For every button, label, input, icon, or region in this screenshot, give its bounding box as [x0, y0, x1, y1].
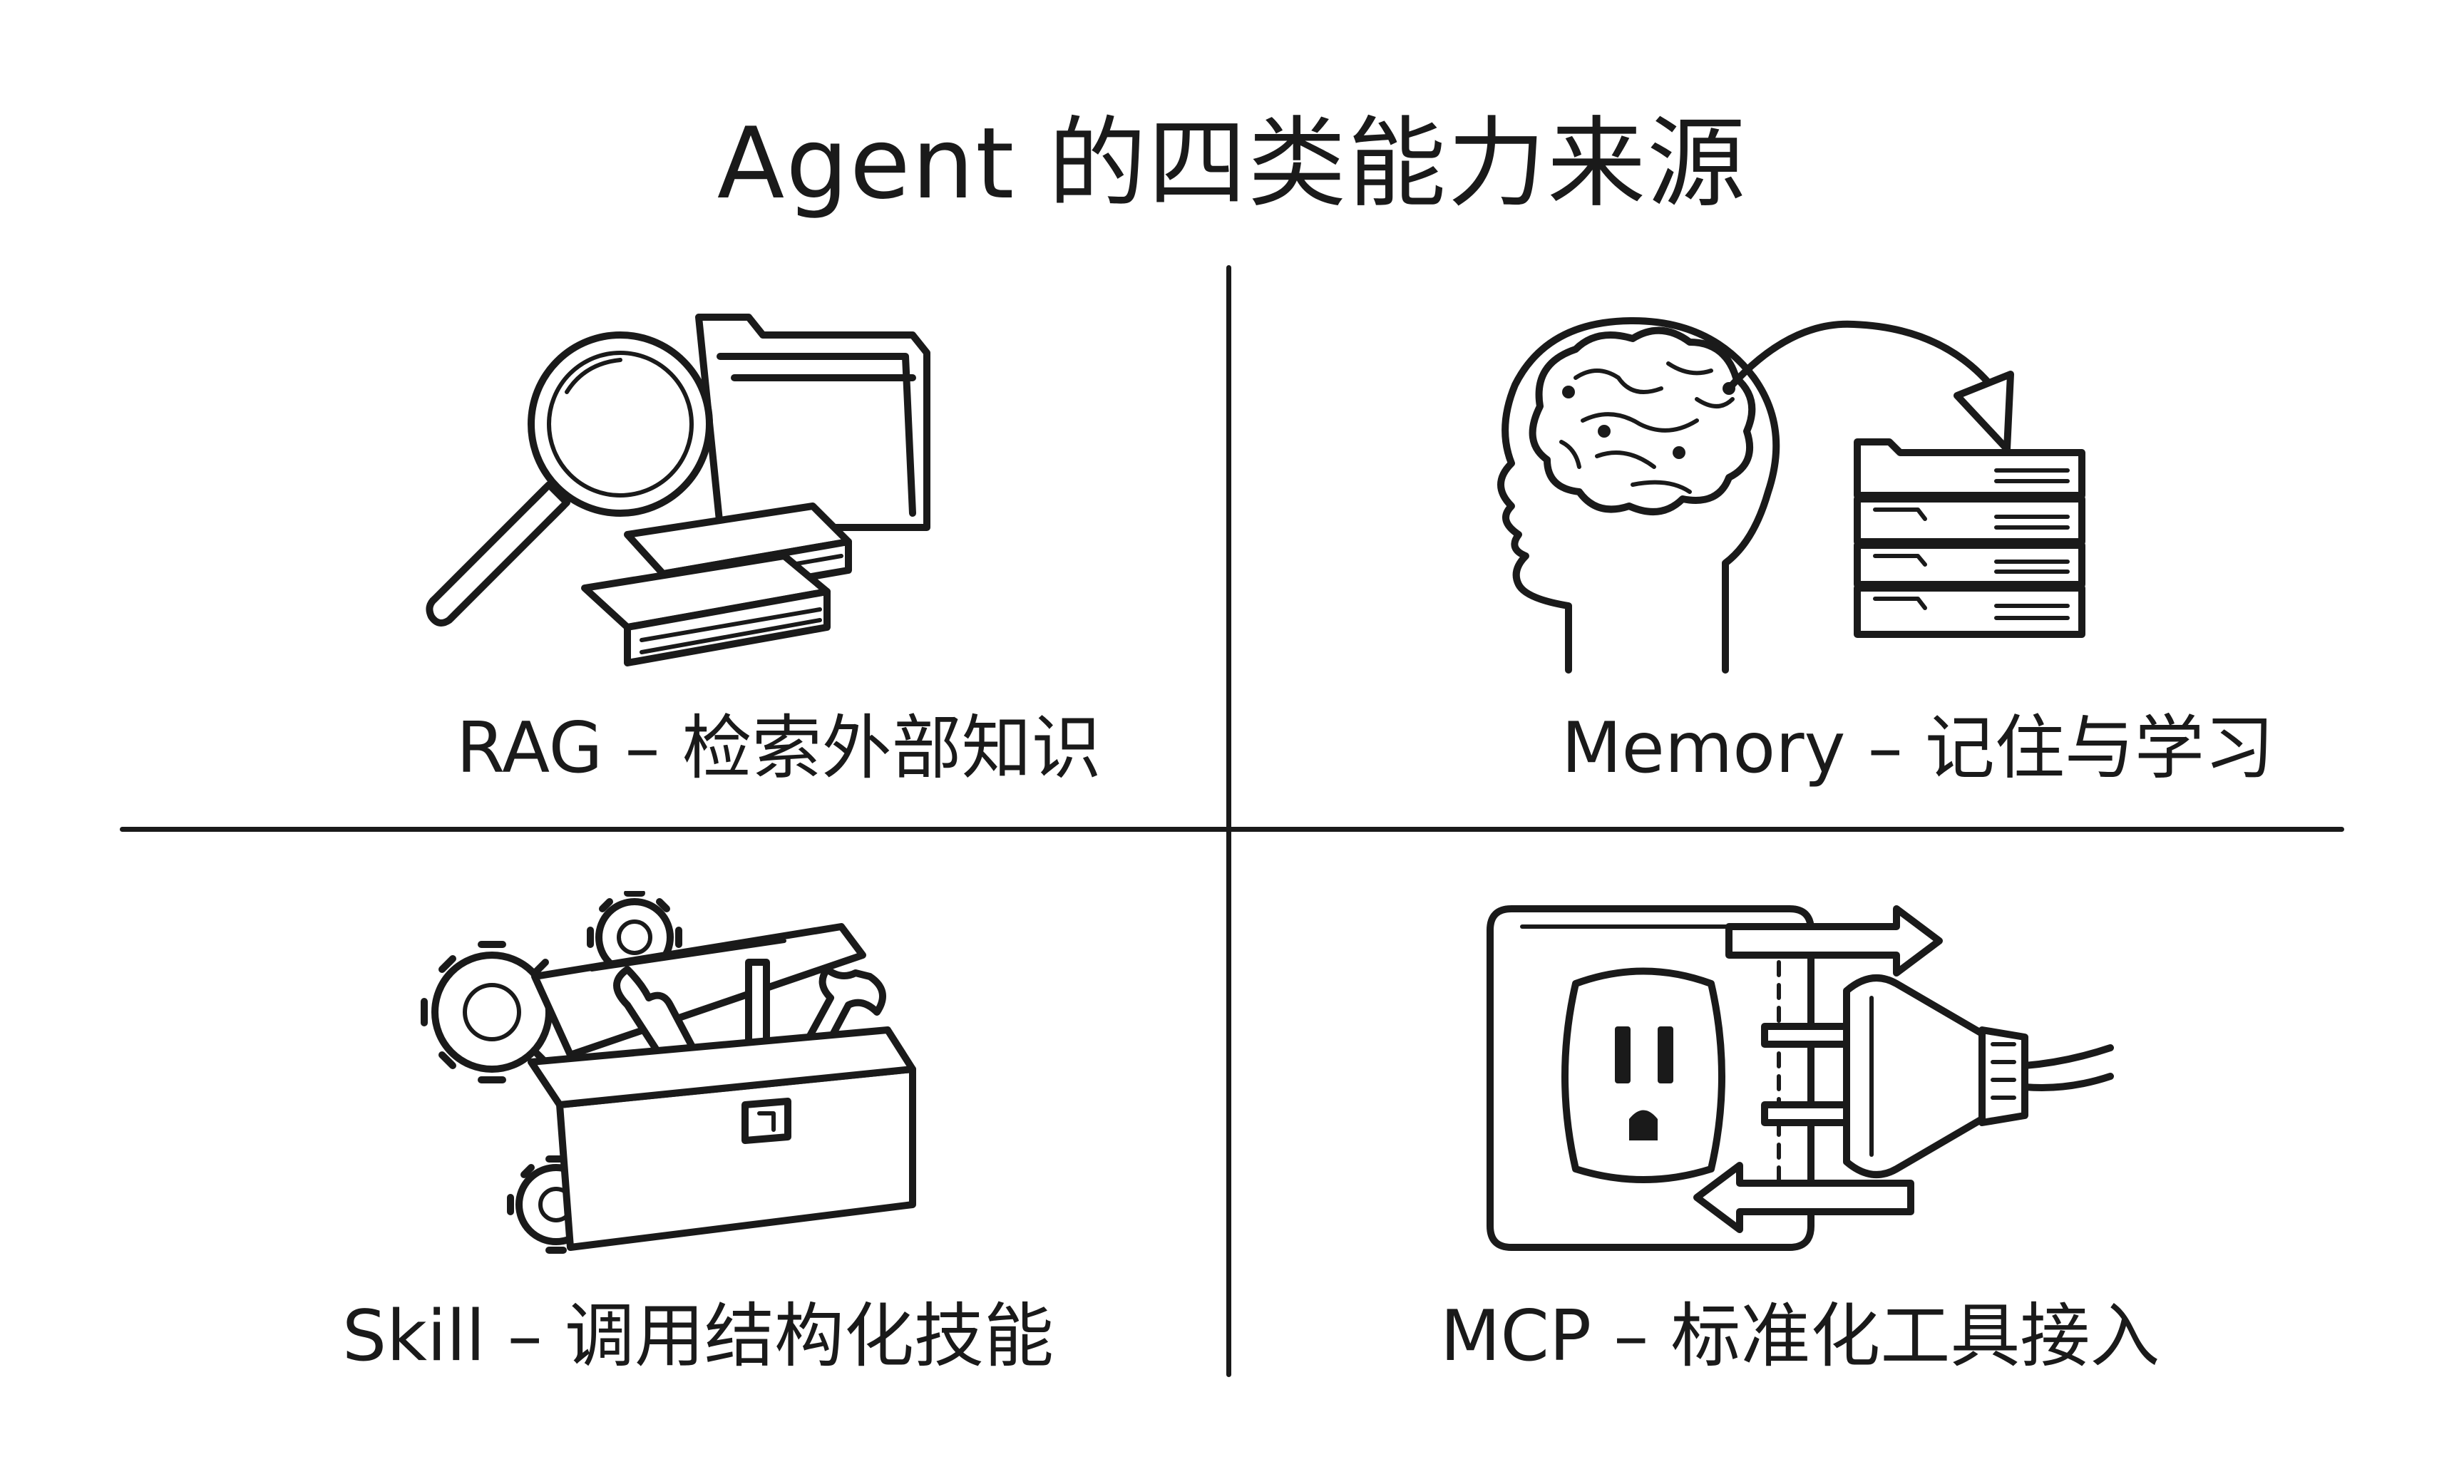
- brain-to-files-icon: [1454, 306, 2096, 677]
- vertical-divider: [1226, 265, 1231, 1377]
- quadrant-label: Skill – 调用结构化技能: [342, 1290, 1126, 1383]
- quadrant-label: MCP – 标准化工具接入: [1440, 1290, 2224, 1383]
- diagram-title: Agent 的四类能力来源: [0, 100, 2464, 228]
- outlet-plug-icon: [1483, 891, 2125, 1269]
- magnifier-books-folder-icon: [414, 299, 955, 684]
- toolbox-gears-icon: [414, 891, 955, 1276]
- quadrant-label: RAG – 检索外部知识: [456, 702, 1169, 795]
- quadrant-label: Memory – 记住与学习: [1561, 702, 2274, 795]
- horizontal-divider: [120, 827, 2344, 832]
